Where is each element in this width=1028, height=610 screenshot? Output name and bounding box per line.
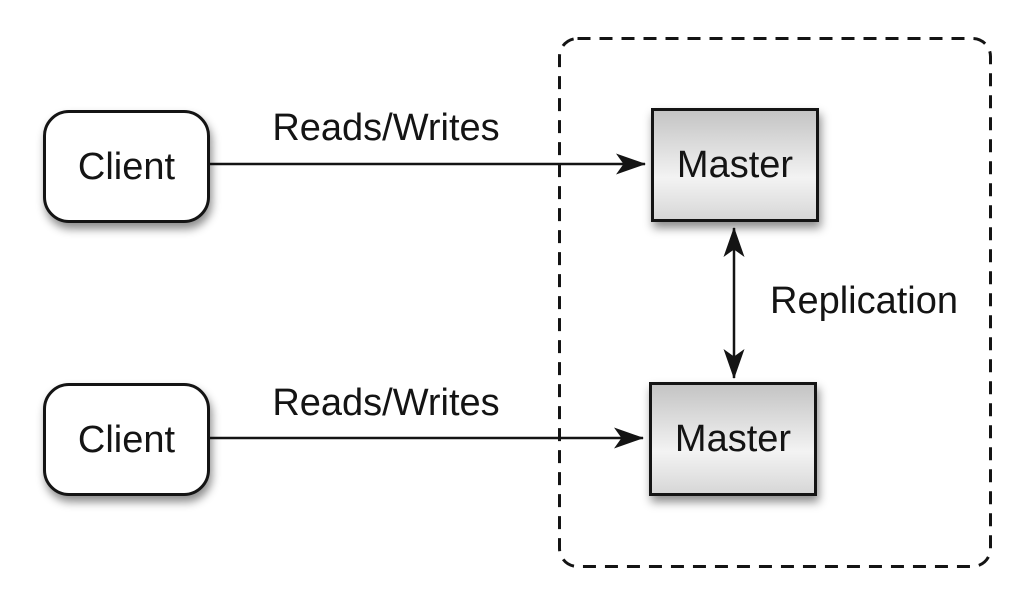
node-client-top: Client bbox=[43, 110, 210, 223]
node-client-bottom: Client bbox=[43, 383, 210, 496]
edge-label-reads-writes-bottom: Reads/Writes bbox=[272, 382, 500, 424]
node-client-bottom-label: Client bbox=[77, 418, 176, 461]
node-master-bottom: Master bbox=[649, 382, 817, 496]
edge-label-replication: Replication bbox=[770, 280, 958, 322]
node-client-top-label: Client bbox=[77, 145, 176, 188]
node-master-bottom-label: Master bbox=[674, 418, 792, 460]
node-master-top-label: Master bbox=[676, 144, 794, 186]
edge-label-reads-writes-top: Reads/Writes bbox=[272, 107, 500, 149]
node-master-top: Master bbox=[651, 108, 819, 222]
